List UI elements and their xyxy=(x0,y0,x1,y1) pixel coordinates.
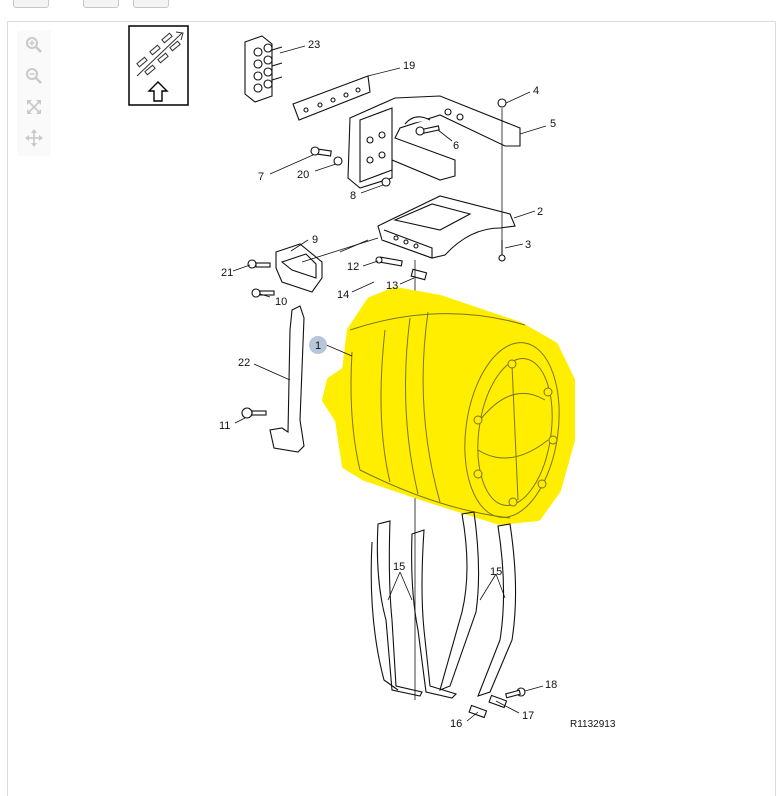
callout-4[interactable]: 4 xyxy=(533,85,539,97)
callout-7[interactable]: 7 xyxy=(258,171,264,183)
diagram-reference-code: R1132913 xyxy=(570,719,616,730)
callout-11[interactable]: 11 xyxy=(219,420,230,432)
callout-6[interactable]: 6 xyxy=(453,140,459,152)
callout-12[interactable]: 12 xyxy=(347,261,359,273)
callout-1[interactable]: 1 xyxy=(315,340,321,352)
zoom-toolbar xyxy=(17,30,51,156)
magnifier-plus-icon xyxy=(26,37,42,53)
callout-8[interactable]: 8 xyxy=(350,190,356,202)
part-1-drum-highlighted[interactable] xyxy=(322,287,575,525)
toolbar-button[interactable] xyxy=(13,0,49,8)
callout-15-right[interactable]: 15 xyxy=(490,566,502,578)
callout-13[interactable]: 13 xyxy=(386,280,398,292)
callout-18[interactable]: 18 xyxy=(545,679,557,691)
callout-17[interactable]: 17 xyxy=(522,710,534,722)
part-22-support-strap[interactable] xyxy=(269,305,305,453)
part-19-plate[interactable] xyxy=(292,75,371,121)
part-bracket-assembly[interactable] xyxy=(347,95,521,189)
pan-button[interactable] xyxy=(17,123,51,153)
callout-5[interactable]: 5 xyxy=(550,118,556,130)
callout-20[interactable]: 20 xyxy=(297,169,309,181)
magnifier-minus-icon xyxy=(26,68,42,84)
callout-labels: 1 2 3 4 5 6 7 8 9 10 11 12 13 14 15 15 1… xyxy=(219,39,616,730)
toolbar-button[interactable] xyxy=(83,0,119,8)
callout-23[interactable]: 23 xyxy=(308,39,320,51)
toolbar-button[interactable] xyxy=(133,0,169,8)
callout-22[interactable]: 22 xyxy=(238,357,250,369)
callout-21[interactable]: 21 xyxy=(221,267,233,279)
callout-14[interactable]: 14 xyxy=(337,289,349,301)
callout-9[interactable]: 9 xyxy=(312,234,318,246)
fasteners xyxy=(241,98,526,719)
callout-19[interactable]: 19 xyxy=(403,60,415,72)
selected-callout-marker[interactable] xyxy=(309,336,327,354)
expand-arrows-icon xyxy=(27,100,41,114)
zoom-out-button[interactable] xyxy=(17,61,51,91)
move-cross-icon xyxy=(25,129,43,147)
top-toolbar xyxy=(0,0,782,10)
part-9-clamp-bracket[interactable] xyxy=(275,243,323,293)
callout-15-left[interactable]: 15 xyxy=(393,561,405,573)
orientation-indicator-icon xyxy=(128,25,189,106)
callout-16[interactable]: 16 xyxy=(450,718,462,730)
zoom-in-button[interactable] xyxy=(17,30,51,60)
part-15-straps[interactable] xyxy=(370,511,517,699)
fit-to-screen-button[interactable] xyxy=(17,92,51,122)
callout-leader-lines xyxy=(232,45,547,722)
part-2-mounting-bracket[interactable] xyxy=(377,195,516,259)
callout-2[interactable]: 2 xyxy=(537,206,543,218)
part-23-connector-block[interactable] xyxy=(244,35,283,103)
callout-10[interactable]: 10 xyxy=(275,296,287,308)
callout-3[interactable]: 3 xyxy=(525,239,531,251)
